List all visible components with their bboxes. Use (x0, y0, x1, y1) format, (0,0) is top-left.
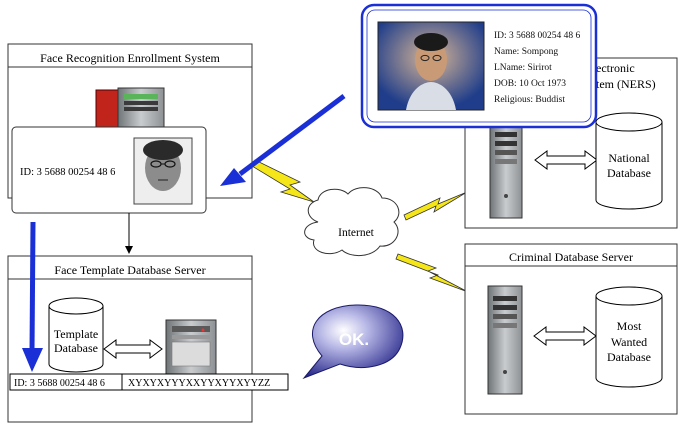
internet-label: Internet (338, 227, 375, 239)
face-photo-icon (377, 21, 485, 111)
criminal-db-label-3: Database (607, 350, 651, 364)
ners-db-label-1: National (608, 151, 650, 165)
ok-speech-bubble: OK. (302, 304, 404, 380)
template-db-label-2: Database (54, 341, 98, 355)
lightning-icon (403, 191, 468, 221)
template-record: ID: 3 5688 00254 48 6 XYXYXYYYXXYYXYYXYY… (9, 373, 289, 391)
server-icon (95, 87, 165, 131)
card-dob: DOB: 10 Oct 1973 (494, 79, 566, 89)
template-server-title: Face Template Database Server (54, 263, 205, 277)
template-record-id: ID: 3 5688 00254 48 6 (14, 378, 105, 389)
enrollment-id-card: ID: 3 5688 00254 48 6 (11, 126, 207, 214)
database-icon (48, 297, 104, 373)
citizen-id-card: ID: 3 5688 00254 48 6 Name: Sompong LNam… (360, 3, 598, 129)
card-id: ID: 3 5688 00254 48 6 (494, 31, 581, 41)
database-icon (595, 112, 663, 210)
blue-arrow-icon (220, 94, 346, 186)
ners-db-label-2: Database (607, 166, 651, 180)
database-icon (595, 286, 663, 388)
face-photo-icon (133, 137, 193, 205)
criminal-db-label-1: Most (617, 319, 642, 333)
template-record-value: XYXYXYYYXXYYXYYXYYZZ (128, 378, 270, 389)
template-db-label-1: Template (54, 327, 98, 341)
enrollment-id-label: ID: 3 5688 00254 48 6 (20, 167, 115, 178)
criminal-title: Criminal Database Server (509, 250, 633, 264)
internet-cloud-icon (304, 187, 400, 256)
server-icon (487, 285, 523, 395)
template-server-panel: Face Template Database Server Template D… (7, 255, 289, 423)
card-religious: Religious: Buddist (494, 95, 565, 105)
card-name: Name: Sompong (494, 47, 558, 57)
card-lname: LName: Sirirot (494, 63, 552, 73)
ners-title-2: tem (NERS) (596, 77, 656, 91)
criminal-db-label-2: Wanted (611, 335, 647, 349)
ners-title-1: ectronic (596, 61, 635, 75)
enrollment-title: Face Recognition Enrollment System (40, 51, 220, 65)
ok-text: OK. (339, 330, 369, 349)
lightning-icon (251, 159, 315, 203)
server-icon (489, 123, 523, 219)
criminal-panel: Criminal Database Server Most Wanted Dat… (464, 243, 678, 415)
lightning-icon (395, 253, 469, 293)
blue-arrow-down-icon (22, 221, 43, 372)
double-arrow-icon (103, 339, 163, 359)
server-icon (165, 319, 217, 375)
